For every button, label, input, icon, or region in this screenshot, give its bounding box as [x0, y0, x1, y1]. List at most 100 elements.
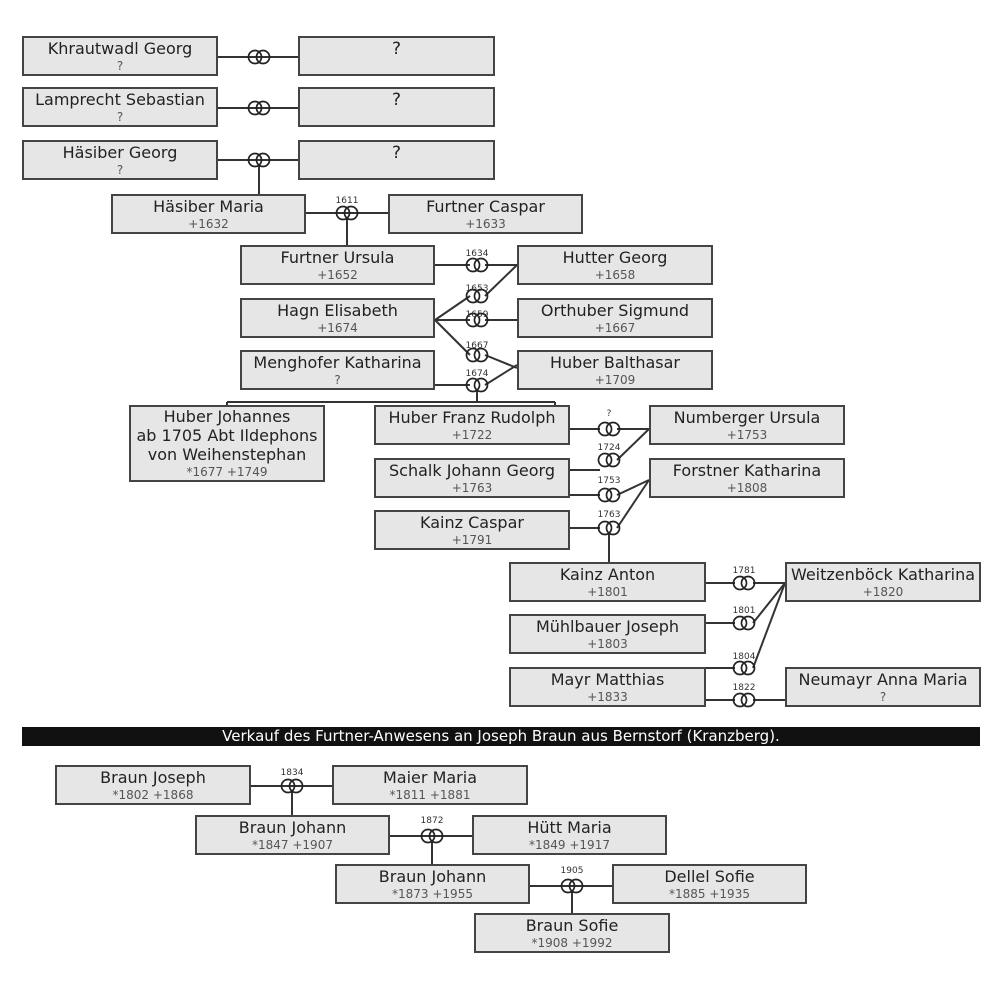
person-name: Menghofer Katharina [253, 352, 422, 372]
person-haesiber-maria: Häsiber Maria +1632 [111, 194, 306, 234]
person-muehlbauer-joseph: Mühlbauer Joseph +1803 [509, 614, 706, 654]
marriage-year: 1753 [597, 476, 621, 486]
marriage-year: 1905 [560, 866, 584, 876]
person-huett-maria: Hütt Maria *1849 +1917 [472, 815, 667, 855]
person-name: Braun Johann [378, 866, 487, 886]
wedding-rings-icon [420, 828, 444, 844]
person-hutter-georg: Hutter Georg +1658 [517, 245, 713, 285]
person-weitzenboeck-katharina: Weitzenböck Katharina +1820 [785, 562, 981, 602]
person-name: Forstner Katharina [672, 460, 822, 480]
person-unknown-1: ? [298, 36, 495, 76]
wedding-rings-icon [732, 615, 756, 631]
person-braun-joseph: Braun Joseph *1802 +1868 [55, 765, 251, 805]
wedding-rings-icon [465, 288, 489, 304]
wedding-rings-icon [465, 377, 489, 393]
person-dates: ? [116, 58, 124, 73]
person-numberger-ursula: Numberger Ursula +1753 [649, 405, 845, 445]
person-name: ? [391, 39, 402, 59]
marriage-year: ? [606, 409, 612, 419]
person-maier-maria: Maier Maria *1811 +1881 [332, 765, 528, 805]
marriage-year: 1634 [465, 249, 489, 259]
marriage-year: 1659 [465, 310, 489, 320]
person-name: Huber Franz Rudolph [388, 407, 556, 427]
person-name: Hagn Elisabeth [277, 300, 398, 320]
person-orthuber-sigmund: Orthuber Sigmund +1667 [517, 298, 713, 338]
person-name: Dellel Sofie [664, 866, 755, 886]
person-dates: +1667 [594, 320, 636, 335]
person-name: ? [391, 143, 402, 163]
person-unknown-2: ? [298, 87, 495, 127]
person-name: Orthuber Sigmund [540, 300, 690, 320]
person-name: Braun Sofie [525, 915, 619, 935]
person-dates: *1885 +1935 [669, 886, 750, 901]
person-dates: +1633 [465, 216, 506, 231]
person-name: Kainz Caspar [420, 512, 524, 532]
marriage-year: 1667 [465, 341, 489, 351]
wedding-rings-icon [732, 575, 756, 591]
person-name: Hutter Georg [562, 247, 668, 267]
person-dates: *1873 +1955 [392, 886, 473, 901]
person-dates: ? [116, 162, 124, 177]
person-menghofer-katharina: Menghofer Katharina ? [240, 350, 435, 390]
person-huber-balthasar: Huber Balthasar +1709 [517, 350, 713, 390]
person-dates: ? [334, 372, 341, 387]
wedding-rings-icon [560, 878, 584, 894]
wedding-rings-icon [465, 347, 489, 363]
person-dates: +1658 [594, 267, 636, 282]
person-braun-sofie: Braun Sofie *1908 +1992 [474, 913, 670, 953]
person-name: Weitzenböck Katharina [790, 564, 976, 584]
person-dates: *1802 +1868 [112, 787, 194, 802]
wedding-rings-icon [465, 257, 489, 273]
marriage-year: 1804 [732, 652, 756, 662]
person-furtner-ursula: Furtner Ursula +1652 [240, 245, 435, 285]
marriage-year: 1653 [465, 284, 489, 294]
person-lamprecht-sebastian: Lamprecht Sebastian ? [22, 87, 218, 127]
person-name: Mühlbauer Joseph [535, 616, 680, 636]
wedding-rings-icon [597, 452, 621, 468]
person-name: Khrautwadl Georg [47, 38, 193, 58]
wedding-rings-icon [247, 100, 271, 116]
person-name: Hütt Maria [527, 817, 612, 837]
person-name: Lamprecht Sebastian [35, 89, 205, 109]
marriage-year: 1801 [732, 606, 756, 616]
person-kainz-anton: Kainz Anton +1801 [509, 562, 706, 602]
sale-banner: Verkauf des Furtner-Anwesens an Joseph B… [22, 727, 980, 746]
person-name: Braun Joseph [100, 767, 206, 787]
person-name: Neumayr Anna Maria [798, 669, 968, 689]
person-dates: +1801 [587, 584, 628, 599]
person-name: Braun Johann [238, 817, 347, 837]
person-dates: +1753 [726, 427, 768, 442]
person-mayr-matthias: Mayr Matthias +1833 [509, 667, 706, 707]
person-dates: +1632 [188, 216, 229, 231]
marriage-year: 1872 [420, 816, 444, 826]
person-haesiber-georg: Häsiber Georg ? [22, 140, 218, 180]
person-dates: *1811 +1881 [389, 787, 471, 802]
person-name-line1: Huber Johannes [163, 407, 291, 426]
person-kainz-caspar: Kainz Caspar +1791 [374, 510, 570, 550]
person-braun-johann-1: Braun Johann *1847 +1907 [195, 815, 390, 855]
person-name: Furtner Caspar [426, 196, 545, 216]
wedding-rings-icon [732, 692, 756, 708]
person-dates: +1791 [451, 532, 493, 547]
person-dates: *1849 +1917 [529, 837, 610, 852]
person-name: Huber Balthasar [550, 352, 680, 372]
person-dellel-sofie: Dellel Sofie *1885 +1935 [612, 864, 807, 904]
person-dates: *1847 +1907 [252, 837, 333, 852]
person-dates: +1820 [862, 584, 904, 599]
person-dates: ? [879, 689, 887, 704]
marriage-year: 1611 [335, 196, 359, 206]
person-dates: ? [116, 109, 124, 124]
person-neumayr-anna-maria: Neumayr Anna Maria ? [785, 667, 981, 707]
person-dates: *1677 +1749 [186, 465, 268, 479]
person-forstner-katharina: Forstner Katharina +1808 [649, 458, 845, 498]
person-huber-johannes: Huber Johannes ab 1705 Abt Ildephons von… [129, 405, 325, 482]
person-dates: +1709 [594, 372, 636, 387]
person-khrautwadl-georg: Khrautwadl Georg ? [22, 36, 218, 76]
person-dates: +1652 [317, 267, 358, 282]
person-hagn-elisabeth: Hagn Elisabeth +1674 [240, 298, 435, 338]
person-name: Kainz Anton [559, 564, 656, 584]
person-braun-johann-2: Braun Johann *1873 +1955 [335, 864, 530, 904]
wedding-rings-icon [732, 660, 756, 676]
person-dates: +1722 [451, 427, 493, 442]
person-name: Schalk Johann Georg [389, 460, 555, 480]
